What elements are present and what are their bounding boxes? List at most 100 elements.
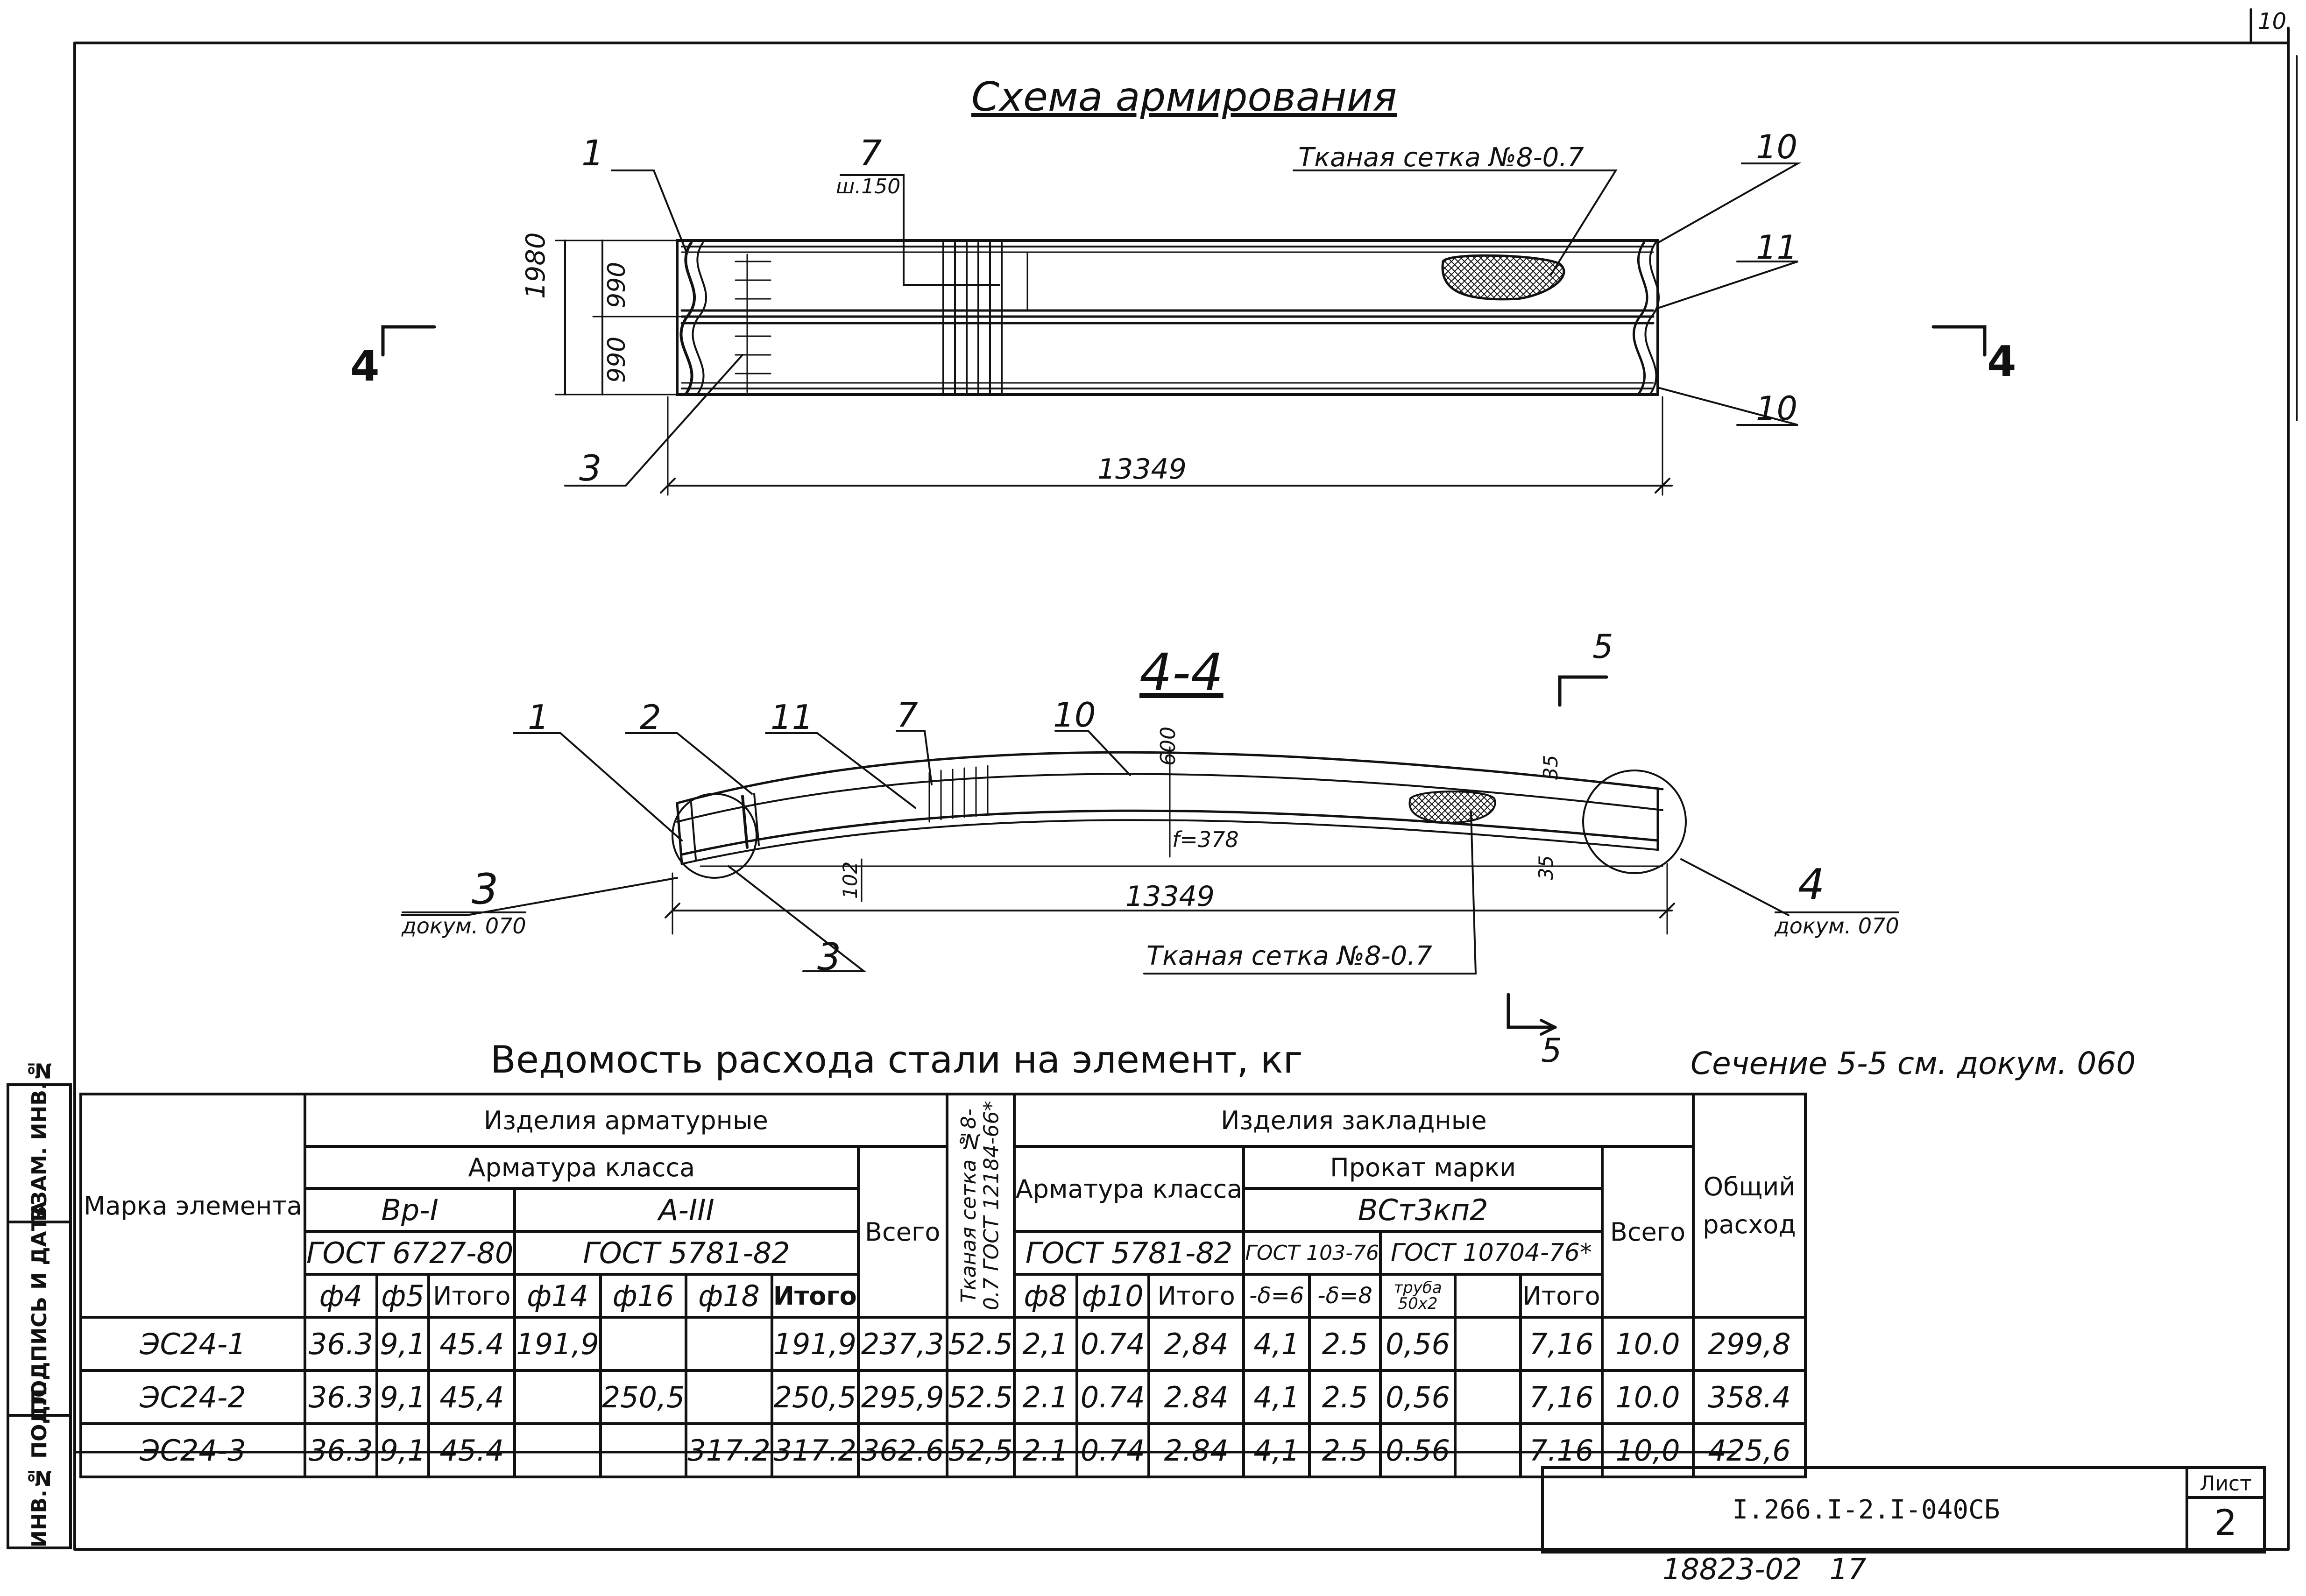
hdr-d5: ф5 xyxy=(375,1273,431,1319)
row-1-t6: 4,1 xyxy=(1242,1316,1311,1372)
section-pos-7: 7 xyxy=(897,695,918,734)
row-3-d10: 0.74 xyxy=(1075,1422,1150,1478)
row-3-t6: 4,1 xyxy=(1242,1422,1311,1478)
hdr-d16: ф16 xyxy=(599,1273,688,1319)
row-3-mark: ЭС24-3 xyxy=(79,1422,306,1478)
row-3-overall: 425,6 xyxy=(1692,1422,1807,1478)
hdr-total-1: Итого xyxy=(427,1273,516,1319)
row-3-total4: 7.16 xyxy=(1519,1422,1604,1478)
row-3-total2: 317.2 xyxy=(770,1422,860,1478)
plan-dim-lower: 990 xyxy=(603,336,631,383)
row-1-overall: 299,8 xyxy=(1692,1316,1807,1372)
hdr-mesh-col: Тканая сетка №8-0.7 ГОСТ 12184-66* xyxy=(945,1093,1016,1319)
row-1-pipe: 0,56 xyxy=(1379,1316,1457,1372)
section-mesh-label: Тканая сетка №8-0.7 xyxy=(1146,941,1432,971)
hdr-blank xyxy=(1454,1273,1522,1319)
archive-number: 18823-02 17 xyxy=(1662,1552,1867,1586)
hdr-t6: -δ=6 xyxy=(1242,1273,1311,1319)
plan-dim-length: 13349 xyxy=(1097,453,1187,486)
row-2-d8: 2.1 xyxy=(1012,1369,1078,1425)
hdr-d8: ф8 xyxy=(1012,1273,1078,1319)
plan-mesh-label: Тканая сетка №8-0.7 xyxy=(1298,142,1584,173)
hdr-a3: А-III xyxy=(513,1187,860,1233)
section-pos-11: 11 xyxy=(771,698,813,737)
row-2-d14 xyxy=(513,1369,602,1425)
plan-pos-10-bottom: 10 xyxy=(1756,389,1798,428)
row-2-all1: 295,9 xyxy=(856,1369,948,1425)
section-dim-102: 102 xyxy=(839,861,862,899)
hdr-gost-10704: ГОСТ 10704-76* xyxy=(1379,1230,1604,1276)
row-1-all1: 237,3 xyxy=(856,1316,948,1372)
hdr-total-2: Итого xyxy=(770,1273,860,1319)
section-dim-35-bottom: 35 xyxy=(1535,855,1557,880)
row-3-total3: 2.84 xyxy=(1147,1422,1245,1478)
row-3-d8: 2.1 xyxy=(1012,1422,1078,1478)
row-2-blank xyxy=(1454,1369,1522,1425)
plan-step: ш.150 xyxy=(836,175,901,198)
hdr-embedded: Изделия закладные xyxy=(1012,1093,1695,1148)
row-2-total2: 250,5 xyxy=(770,1369,860,1425)
hdr-total-4: Итого xyxy=(1519,1273,1604,1319)
section-5-5-note: Сечение 5-5 см. докум. 060 xyxy=(1691,1045,2136,1081)
row-3-d14 xyxy=(513,1422,602,1478)
hdr-gost-vr: ГОСТ 6727-80 xyxy=(303,1230,516,1276)
section-pos-1: 1 xyxy=(528,698,549,737)
node-bottom-number: 3 xyxy=(817,935,841,979)
row-3-d16 xyxy=(599,1422,688,1478)
section-sag: f=378 xyxy=(1172,827,1239,852)
plan-cut-right: 4 xyxy=(1987,337,2016,386)
hdr-steel: ВСт3кп2 xyxy=(1242,1187,1604,1233)
row-2-total4: 7,16 xyxy=(1519,1369,1604,1425)
hdr-pipe: труба 50х2 xyxy=(1379,1273,1457,1319)
plan-pos-10-top: 10 xyxy=(1756,128,1798,166)
hdr-gost-a3b: ГОСТ 5781-82 xyxy=(1012,1230,1245,1276)
row-3-blank xyxy=(1454,1422,1522,1478)
plan-pos-1: 1 xyxy=(581,132,604,174)
row-1-mark: ЭС24-1 xyxy=(79,1316,306,1372)
side-stamp-inv-orig-text: ИНВ.№ ПОДЛ. xyxy=(27,1381,51,1547)
row-1-mesh: 52.5 xyxy=(945,1316,1016,1372)
row-2-t8: 2.5 xyxy=(1308,1369,1382,1425)
title-block: I.266.I-2.I-040СБ Лист 2 xyxy=(1541,1466,2266,1554)
section-cut-5-bottom: 5 xyxy=(1541,1031,1562,1070)
row-1-d5: 9,1 xyxy=(375,1316,431,1372)
row-2-pipe: 0,56 xyxy=(1379,1369,1457,1425)
table-row: ЭС24-3 36.3 9,1 45.4 317.2 317.2 362.6 5… xyxy=(79,1422,1807,1478)
row-1-d14: 191,9 xyxy=(513,1316,602,1372)
hdr-gost-a3: ГОСТ 5781-82 xyxy=(513,1230,860,1276)
row-1-d8: 2,1 xyxy=(1012,1316,1078,1372)
row-1-d16 xyxy=(599,1316,688,1372)
row-1-d18 xyxy=(685,1316,773,1372)
row-1-d4: 36.3 xyxy=(304,1316,378,1372)
hdr-all-2: Всего xyxy=(1601,1145,1695,1319)
row-1-d10: 0.74 xyxy=(1075,1316,1150,1372)
row-3-total1: 45.4 xyxy=(427,1422,516,1478)
hdr-vr: Вр-I xyxy=(303,1187,516,1233)
row-1-total1: 45.4 xyxy=(427,1316,516,1372)
row-2-d10: 0.74 xyxy=(1075,1369,1150,1425)
hdr-gost-103: ГОСТ 103-76 xyxy=(1242,1230,1382,1276)
hdr-mark: Марка элемента xyxy=(79,1093,306,1319)
row-1-blank xyxy=(1454,1316,1522,1372)
corner-sheet-number: 10 xyxy=(2258,8,2287,35)
row-3-pipe: 0.56 xyxy=(1379,1422,1457,1478)
row-2-all2: 10.0 xyxy=(1601,1369,1695,1425)
hdr-rebar-class-2: Арматура класса xyxy=(1012,1145,1245,1233)
row-1-total3: 2,84 xyxy=(1147,1316,1245,1372)
side-stamp-inv-orig: ИНВ.№ ПОДЛ. xyxy=(7,1381,72,1549)
node-left-number: 3 xyxy=(472,865,499,914)
hdr-d14: ф14 xyxy=(513,1273,602,1319)
hdr-rebar-products: Изделия арматурные xyxy=(304,1093,948,1148)
section-pos-10: 10 xyxy=(1053,695,1096,734)
section-height: 600 xyxy=(1156,727,1180,766)
hdr-total-3: Итого xyxy=(1147,1273,1245,1319)
row-3-all2: 10,0 xyxy=(1601,1422,1695,1478)
sheet-label: Лист xyxy=(2200,1472,2252,1496)
row-2-t6: 4,1 xyxy=(1242,1369,1311,1425)
row-2-total1: 45,4 xyxy=(427,1369,516,1425)
sheet-number: 2 xyxy=(2214,1502,2237,1543)
section-cut-5-top: 5 xyxy=(1592,628,1613,666)
row-2-mark: ЭС24-2 xyxy=(79,1369,306,1425)
sheet-divider xyxy=(2188,1496,2263,1499)
